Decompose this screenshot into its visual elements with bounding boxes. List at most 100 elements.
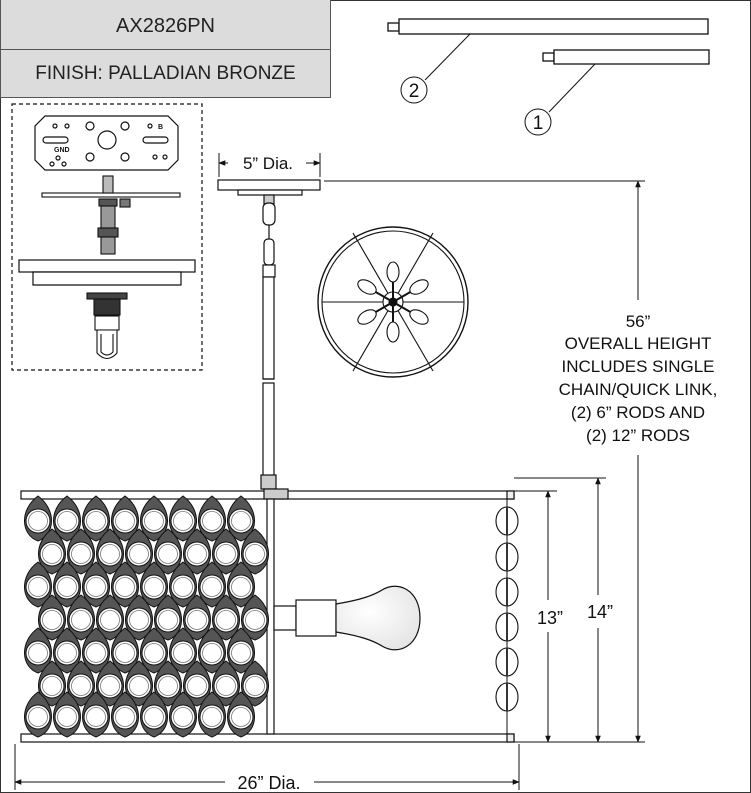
crystal-drop	[125, 660, 153, 707]
top-view-bulb	[357, 279, 394, 303]
fixture-dia-dimension	[14, 744, 520, 790]
crystal-drop	[125, 528, 153, 575]
crystal-drop	[169, 561, 197, 608]
top-view-bulb	[357, 301, 394, 325]
fixture-dia-label: 26” Dia.	[237, 773, 300, 793]
overall-note-line: CHAIN/QUICK LINK,	[559, 380, 718, 399]
crystal-drop	[183, 528, 211, 575]
top-view-bulb	[386, 302, 400, 343]
shade-height-dimension	[514, 490, 557, 743]
strand-crystal	[495, 506, 519, 536]
crystal-drop	[227, 691, 255, 738]
top-view-bulbs	[357, 261, 429, 343]
crystal-drop	[212, 528, 240, 575]
crystal-strand	[495, 499, 519, 734]
crystal-drop	[212, 660, 240, 707]
crystal-drop	[111, 627, 139, 674]
crystal-drop	[183, 594, 211, 641]
crystal-drop	[96, 594, 124, 641]
plate-marking-gnd: GND	[54, 147, 70, 154]
crystal-drop	[169, 691, 197, 738]
socket-and-bulb	[273, 585, 421, 651]
crystal-drop	[111, 561, 139, 608]
callout-2-label: 2	[409, 81, 420, 102]
strand-crystal	[495, 577, 519, 607]
crystal-drop	[140, 627, 168, 674]
crystal-drop	[212, 594, 240, 641]
crystal-drop	[24, 691, 52, 738]
finish-header: FINISH: PALLADIAN BRONZE	[0, 49, 331, 98]
crystal-drop	[53, 627, 81, 674]
crystal-drop	[24, 495, 52, 542]
canopy-dia-label: 5” Dia.	[243, 154, 293, 173]
callout-2-leader	[400, 33, 471, 104]
crystal-drop	[198, 627, 226, 674]
crystal-drop	[169, 495, 197, 542]
mounting-plate	[34, 115, 179, 171]
crystal-drop	[38, 528, 66, 575]
crystal-drop	[96, 528, 124, 575]
crystal-drop	[53, 561, 81, 608]
strand-crystal	[495, 647, 519, 677]
crystal-drop	[169, 627, 197, 674]
crystal-drop	[24, 561, 52, 608]
crystal-drop	[241, 594, 269, 641]
overall-note-line: (2) 12” RODS	[586, 426, 690, 445]
crystal-drop	[154, 660, 182, 707]
model-number-header: AX2826PN	[0, 0, 331, 50]
callout-1-label: 1	[533, 113, 544, 134]
strand-crystal	[495, 682, 519, 712]
fixture-height-dimension	[514, 477, 606, 743]
rod-6in	[542, 49, 710, 65]
rod-12in	[387, 18, 709, 35]
overall-note-line: OVERALL HEIGHT	[565, 334, 712, 353]
main-canopy	[217, 179, 321, 205]
crossbar-hardware	[41, 175, 181, 255]
crystal-drop	[82, 627, 110, 674]
overall-height-value: 56”	[626, 312, 651, 331]
shade-height-label: 13”	[537, 608, 563, 628]
crystal-drop	[38, 660, 66, 707]
crystal-drop	[241, 528, 269, 575]
callout-1-leader	[524, 63, 596, 136]
fixture-height-label: 14”	[587, 602, 613, 622]
crystal-drop	[67, 660, 95, 707]
crystal-drop	[241, 660, 269, 707]
overall-height-note: OVERALL HEIGHT INCLUDES SINGLE CHAIN/QUICK…	[559, 334, 718, 445]
crystal-drop	[227, 561, 255, 608]
top-view-bulb	[386, 261, 400, 302]
crystal-drop	[140, 691, 168, 738]
crystal-drop	[227, 495, 255, 542]
plate-marking-b: B	[158, 124, 163, 131]
crystal-drop	[111, 691, 139, 738]
crystal-drop	[198, 691, 226, 738]
crystal-drop	[125, 594, 153, 641]
crystal-drop	[82, 691, 110, 738]
crystal-drop	[183, 660, 211, 707]
strand-crystal	[495, 542, 519, 572]
crystal-panel	[24, 495, 269, 738]
crystal-drop	[24, 627, 52, 674]
crystal-drop	[53, 691, 81, 738]
overall-note-line: (2) 6” RODS AND	[571, 403, 705, 422]
canopy-dia-dimension	[218, 153, 321, 177]
overall-note-line: INCLUDES SINGLE	[561, 357, 714, 376]
crystal-drop	[140, 561, 168, 608]
crystal-drop	[67, 528, 95, 575]
crystal-drop	[198, 561, 226, 608]
crystal-drop	[154, 594, 182, 641]
crystal-drop	[154, 528, 182, 575]
crystal-drop	[111, 495, 139, 542]
crystal-drop	[198, 495, 226, 542]
chain-links	[262, 202, 276, 266]
crystal-drop	[38, 594, 66, 641]
crystal-drop	[82, 495, 110, 542]
crystal-drop	[53, 495, 81, 542]
crystal-drop	[82, 561, 110, 608]
overall-height-dimension	[324, 180, 645, 743]
canopy-part	[18, 259, 196, 286]
strand-crystal	[495, 612, 519, 642]
top-view-bulb	[392, 279, 429, 303]
crystal-drop	[227, 627, 255, 674]
